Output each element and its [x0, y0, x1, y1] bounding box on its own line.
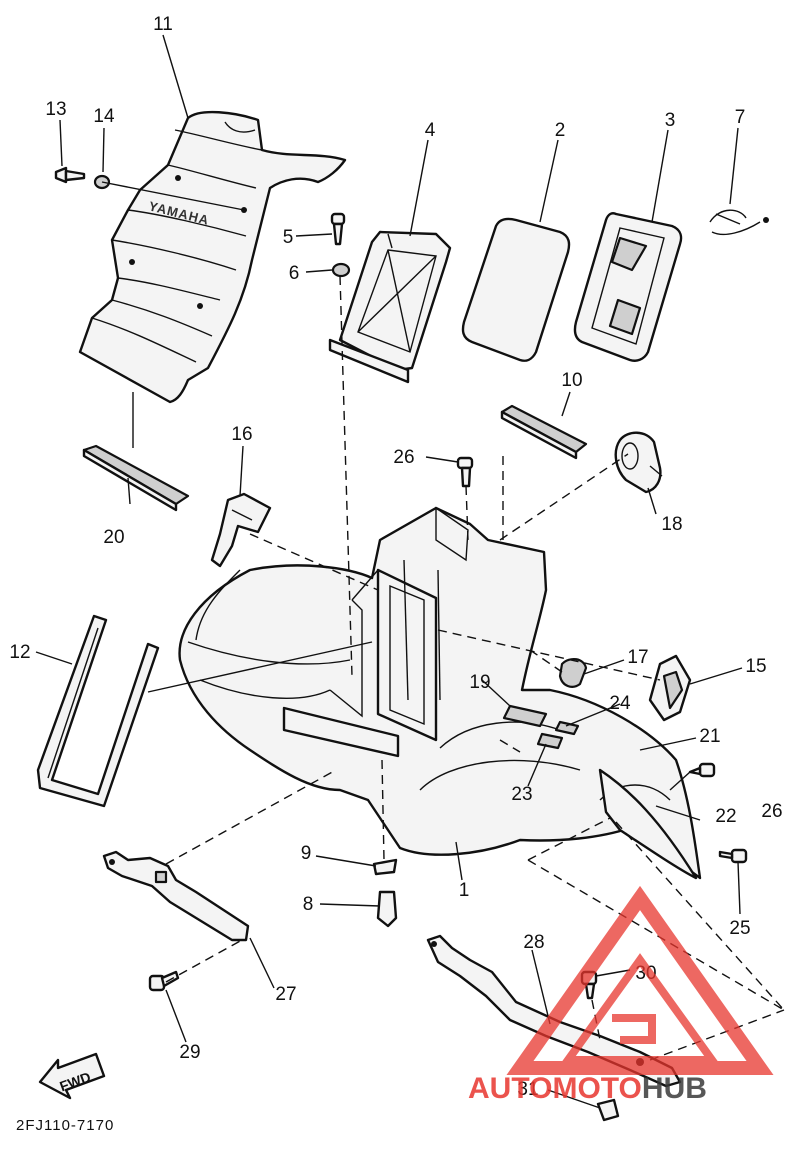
callout-11: 11 [153, 14, 173, 35]
pad-17 [558, 658, 588, 688]
callout-12: 12 [9, 642, 30, 663]
forward-arrow-icon: FWD [38, 1052, 106, 1100]
strip-10 [500, 404, 588, 460]
callout-10: 10 [561, 370, 582, 391]
clip-9 [372, 858, 398, 876]
bolt-26-right [688, 762, 716, 778]
callout-26-right: 26 [761, 801, 782, 822]
fastener-8 [376, 890, 398, 928]
strip-20 [82, 444, 190, 512]
callout-16: 16 [231, 424, 252, 445]
nut-31 [596, 1098, 620, 1122]
callout-13: 13 [45, 99, 66, 120]
nut-6 [331, 262, 351, 278]
plate-16 [210, 492, 272, 568]
callout-4: 4 [425, 120, 436, 141]
callout-2: 2 [555, 120, 566, 141]
screw-5 [330, 212, 346, 246]
callout-9: 9 [301, 843, 312, 864]
callout-28: 28 [523, 932, 544, 953]
callout-19: 19 [469, 672, 490, 693]
callout-3: 3 [665, 110, 676, 131]
bolt-26-upper [456, 456, 474, 488]
callout-27: 27 [275, 984, 296, 1005]
bolt-25 [718, 848, 748, 864]
callout-23: 23 [511, 784, 532, 805]
stay-27 [102, 850, 250, 942]
screw-13 [54, 166, 86, 184]
plate-15 [648, 654, 692, 722]
watermark-text-part1: AUTOMOTO [468, 1072, 642, 1105]
fender-body-1 [178, 506, 702, 880]
leader-lines [35, 34, 743, 1109]
callout-5: 5 [283, 227, 294, 248]
callout-labels: 11 13 14 4 2 3 7 5 6 10 16 26 18 20 12 1… [9, 14, 782, 1100]
callout-24: 24 [609, 693, 631, 714]
seal-12 [36, 614, 160, 808]
callout-1: 1 [459, 880, 470, 901]
callout-18: 18 [661, 514, 682, 535]
callout-20: 20 [103, 527, 124, 548]
grommet-18 [614, 431, 663, 494]
callout-14: 14 [93, 106, 115, 127]
meter-panel-3 [573, 212, 683, 362]
callout-15: 15 [745, 656, 766, 677]
callout-21: 21 [699, 726, 720, 747]
drawing-code: 2FJ110-7170 [16, 1117, 114, 1134]
watermark-logo [506, 885, 774, 1075]
callout-7: 7 [735, 107, 746, 128]
bolt-29 [148, 970, 180, 992]
watermark-text: AUTOMOTOHUB [468, 1072, 707, 1105]
callout-22: 22 [715, 806, 736, 827]
watermark-text-part2: HUB [642, 1072, 707, 1105]
assembly-lines [165, 275, 785, 1061]
clip-7 [709, 209, 769, 236]
callout-6: 6 [289, 263, 300, 284]
callout-31: 31 [517, 1079, 538, 1100]
front-cover-part: YAMAHA [78, 110, 347, 404]
lens-2 [461, 217, 571, 362]
callout-17: 17 [627, 647, 648, 668]
callout-26-upper: 26 [393, 447, 414, 468]
callout-8: 8 [303, 894, 314, 915]
bracket-4 [328, 230, 452, 384]
callout-25: 25 [729, 918, 750, 939]
callout-29: 29 [179, 1042, 200, 1063]
